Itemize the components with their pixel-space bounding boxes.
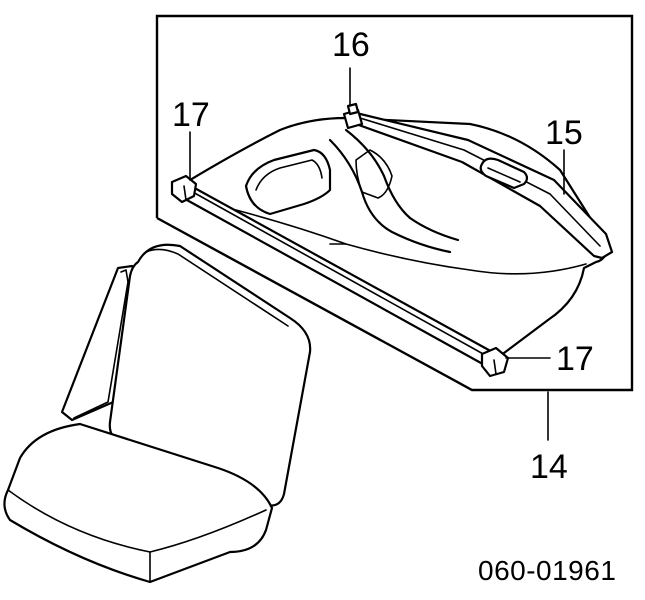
- rear-seat-icon: [3, 243, 312, 584]
- tonneau-cover-icon: [342, 102, 614, 260]
- callout-17-left: 17: [172, 96, 210, 134]
- callout-15: 15: [545, 114, 583, 152]
- assembly-frame: [155, 14, 634, 392]
- leader-lines: [189, 67, 565, 441]
- callout-17-right: 17: [556, 340, 594, 378]
- cover-rod-icon: [170, 174, 510, 378]
- callout-16: 16: [332, 26, 370, 64]
- document-code: 060-01961: [478, 555, 616, 586]
- callout-14: 14: [530, 448, 568, 486]
